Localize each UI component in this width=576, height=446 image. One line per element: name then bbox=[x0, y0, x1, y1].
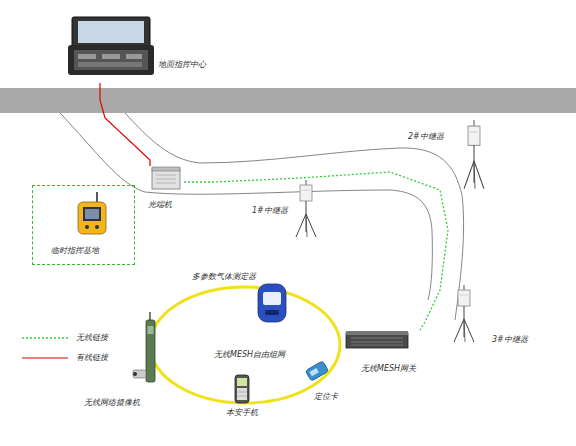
gas-detector-icon bbox=[256, 282, 288, 324]
optical-terminal: 光端机 bbox=[148, 166, 184, 214]
network-label: 无线MESH自由组网 bbox=[214, 350, 285, 360]
temporary-command-base: 临时指挥基地 bbox=[32, 185, 135, 265]
device-label: 临时指挥基地 bbox=[51, 246, 99, 256]
device-label: 光端机 bbox=[148, 200, 172, 210]
ground-command-center: 地面指挥中心 bbox=[66, 15, 241, 83]
wired-link bbox=[100, 83, 150, 166]
relay-station: 3#中继器 bbox=[448, 285, 544, 347]
ground-command-center-icon bbox=[66, 15, 156, 77]
optical-terminal-icon bbox=[151, 166, 181, 192]
device-label: 无线MESH网关 bbox=[361, 364, 416, 374]
device-label: 1#中继器 bbox=[252, 206, 288, 216]
intrinsically-safe-phone: 本安手机 bbox=[226, 374, 266, 422]
temporary-command-base-icon bbox=[75, 192, 109, 236]
wireless-camera-icon bbox=[132, 312, 168, 388]
device-label: 定位卡 bbox=[314, 392, 338, 402]
device-label: 本安手机 bbox=[226, 408, 258, 418]
device-label: 无线网络摄像机 bbox=[84, 398, 140, 408]
gas-detector: 多参数气体测定器 bbox=[192, 272, 292, 327]
legend-sample-wireless bbox=[22, 337, 68, 338]
device-label: 3#中继器 bbox=[492, 335, 528, 345]
wireless-link bbox=[184, 172, 448, 330]
device-label: 2#中继器 bbox=[408, 132, 444, 142]
relay-station-icon bbox=[294, 180, 318, 238]
intrinsically-safe-phone-icon bbox=[234, 374, 250, 404]
legend-text: 有线链接 bbox=[76, 353, 108, 363]
relay-station-icon bbox=[462, 120, 486, 190]
tunnel-wall bbox=[125, 113, 464, 320]
tunnel-wall bbox=[60, 113, 432, 300]
legend-text: 无线链接 bbox=[76, 333, 108, 343]
legend-sample-wired bbox=[22, 357, 68, 358]
locator-card: 定位卡 bbox=[300, 360, 345, 405]
mesh-gateway-icon bbox=[345, 330, 409, 350]
device-label: 地面指挥中心 bbox=[158, 60, 206, 70]
mesh-ring bbox=[150, 287, 340, 403]
locator-card-icon bbox=[304, 360, 330, 382]
ground-band bbox=[0, 88, 576, 113]
relay-station: 1#中继器 bbox=[252, 180, 320, 240]
device-label: 多参数气体测定器 bbox=[192, 272, 256, 282]
relay-station: 2#中继器 bbox=[408, 118, 488, 196]
relay-station-icon bbox=[452, 285, 476, 343]
mesh-gateway: 无线MESH网关 bbox=[345, 330, 420, 376]
